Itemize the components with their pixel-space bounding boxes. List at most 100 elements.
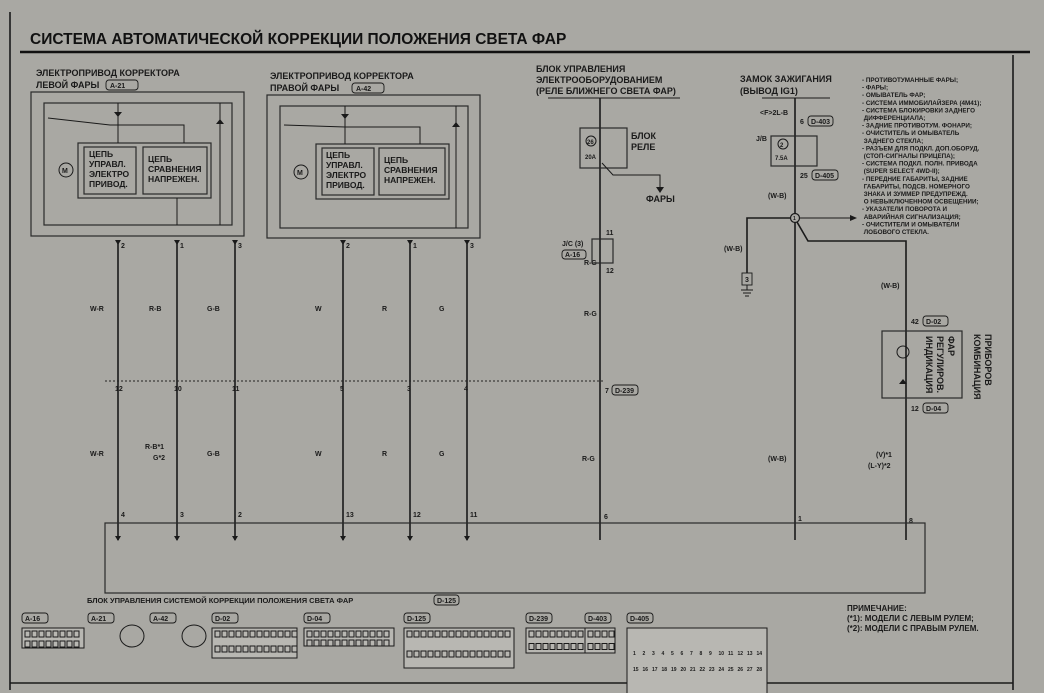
other-system-item: - СИСТЕМА ИММОБИЛАЙЗЕРА (4M41); — [862, 98, 982, 107]
d405-pin-number: 16 — [643, 667, 649, 673]
connector-pin-cell — [376, 630, 383, 638]
wire-color: G-B — [207, 451, 220, 458]
connector-code: D-04 — [926, 406, 941, 413]
connector-pin-cell — [263, 630, 270, 638]
other-system-item: - ПРОТИВОТУМАННЫЕ ФАРЫ; — [862, 77, 958, 84]
connector-pin-cell — [327, 639, 334, 647]
connector-pin-cell — [221, 630, 228, 638]
wire-color: G — [439, 451, 445, 458]
connector-tag — [21, 612, 49, 624]
round-connector-icon — [181, 624, 207, 648]
pin-terminal-icon — [232, 240, 238, 245]
relay-label-3: (РЕЛЕ БЛИЖНЕГО СВЕТА ФАР) — [536, 86, 676, 96]
connector-pin-cell — [528, 643, 535, 650]
d405-pin-number: 27 — [747, 667, 753, 673]
connector-pin-cell — [306, 639, 313, 647]
right-actuator-connector: A-42 — [356, 86, 371, 93]
mid-pin-number: 10 — [174, 386, 182, 393]
svg-text:ИНДИКАЦИЯ: ИНДИКАЦИЯ — [924, 336, 934, 393]
connector-pin-cell — [320, 630, 327, 638]
d405-pin-number: 26 — [738, 667, 744, 673]
wire-color: R — [382, 306, 387, 313]
other-system-item: (СТОП-СИГНАЛЫ ПРИЦЕПА); — [862, 153, 955, 160]
wire-color: R-G — [582, 456, 595, 463]
pin-number: 1 — [180, 243, 184, 250]
pin-number: 25 — [800, 173, 808, 180]
ground-number: 3 — [745, 277, 749, 284]
motor-icon — [293, 164, 309, 180]
connector-pin-cell — [24, 640, 31, 648]
connector-tag — [87, 612, 115, 624]
pin-terminal-icon — [174, 536, 180, 541]
connector-pin-cell — [455, 630, 462, 638]
pin-terminal-icon — [115, 536, 121, 541]
connector-label: A-16 — [25, 616, 40, 623]
connector-pin-cell — [320, 639, 327, 647]
connector-label: D-125 — [407, 616, 426, 623]
ecu-pin-number: 1 — [798, 516, 802, 523]
connector-pin-cell — [587, 643, 594, 650]
connector-label: A-42 — [153, 616, 168, 623]
fuse-rating: 20A — [585, 155, 597, 161]
wire-color: (V)*1 — [876, 452, 892, 459]
connector-pin-cell — [608, 643, 615, 650]
relay-label: БЛОК УПРАВЛЕНИЯ — [536, 64, 625, 74]
junction-block-label: J/B — [756, 136, 767, 143]
d405-pin-number: 20 — [681, 667, 687, 673]
d405-pin-number: 5 — [671, 651, 674, 657]
connector-tag — [303, 612, 331, 624]
connector-pin-cell — [490, 650, 497, 658]
d405-pin-number: 12 — [738, 651, 744, 657]
mid-pin-number: 5 — [340, 386, 344, 393]
wire-color: (W-B) — [724, 246, 743, 253]
pin-terminal-icon — [407, 536, 413, 541]
connector-code: D-403 — [811, 119, 830, 126]
connector-pin-cell — [608, 630, 615, 638]
connector-pin-cell — [406, 630, 413, 638]
connector-pin-cell — [313, 630, 320, 638]
arrow-icon — [656, 187, 664, 193]
pin-terminal-icon — [232, 536, 238, 541]
d405-pin-number: 2 — [643, 651, 646, 657]
resistor-icon — [47, 117, 185, 143]
pin-number: 12 — [911, 406, 919, 413]
connector-pin-cell — [490, 630, 497, 638]
actuator-wires: 2W-R12W-R41R-B10R-B*1G*233G-B11G-B22W5W1… — [90, 240, 478, 541]
connector-pin-cell — [570, 630, 577, 638]
connector-pin-cell — [462, 650, 469, 658]
note-line: (*1): МОДЕЛИ С ЛЕВЫМ РУЛЕМ; — [847, 614, 974, 623]
connector-pin-cell — [59, 640, 66, 648]
connector-pin-cell — [528, 630, 535, 638]
d405-pin-number: 13 — [747, 651, 753, 657]
motor-label: M — [62, 168, 68, 175]
connector-pin-cell — [420, 650, 427, 658]
connector-pin-cell — [249, 630, 256, 638]
connector-pin-cell — [355, 630, 362, 638]
ecu-block: БЛОК УПРАВЛЕНИЯ СИСТЕМОЙ КОРРЕКЦИИ ПОЛОЖ… — [87, 522, 926, 606]
connector-pin-cell — [420, 630, 427, 638]
connector-pin-cell — [556, 630, 563, 638]
connector-pin-cell — [448, 650, 455, 658]
d405-pin-number: 7 — [690, 651, 693, 657]
left-actuator-label-2: ЛЕВОЙ ФАРЫ — [36, 79, 100, 90]
relay-block-label: БЛОК — [631, 131, 657, 141]
ecu-label: БЛОК УПРАВЛЕНИЯ СИСТЕМОЙ КОРРЕКЦИИ ПОЛОЖ… — [87, 596, 353, 605]
other-system-item: - ЗАДНИЕ ПРОТИВОТУМ. ФОНАРИ; — [862, 123, 972, 130]
other-system-item: ДИФФЕРЕНЦИАЛА; — [862, 115, 925, 122]
fuse-number: 26 — [587, 140, 594, 146]
connector-pin-cell — [434, 650, 441, 658]
d405-pin-number: 21 — [690, 667, 696, 673]
connector-pin-cell — [45, 630, 52, 638]
connector-face-icon — [525, 627, 587, 654]
connector-face-icon — [626, 627, 768, 693]
connector-pin-cell — [563, 630, 570, 638]
connector-pin-cell — [406, 650, 413, 658]
pin-number: 7 — [605, 388, 609, 395]
connector-tag — [626, 612, 654, 624]
connector-pin-cell — [235, 630, 242, 638]
connector-label: D-403 — [588, 616, 607, 623]
relay-block-label-2: РЕЛЕ — [631, 142, 655, 152]
